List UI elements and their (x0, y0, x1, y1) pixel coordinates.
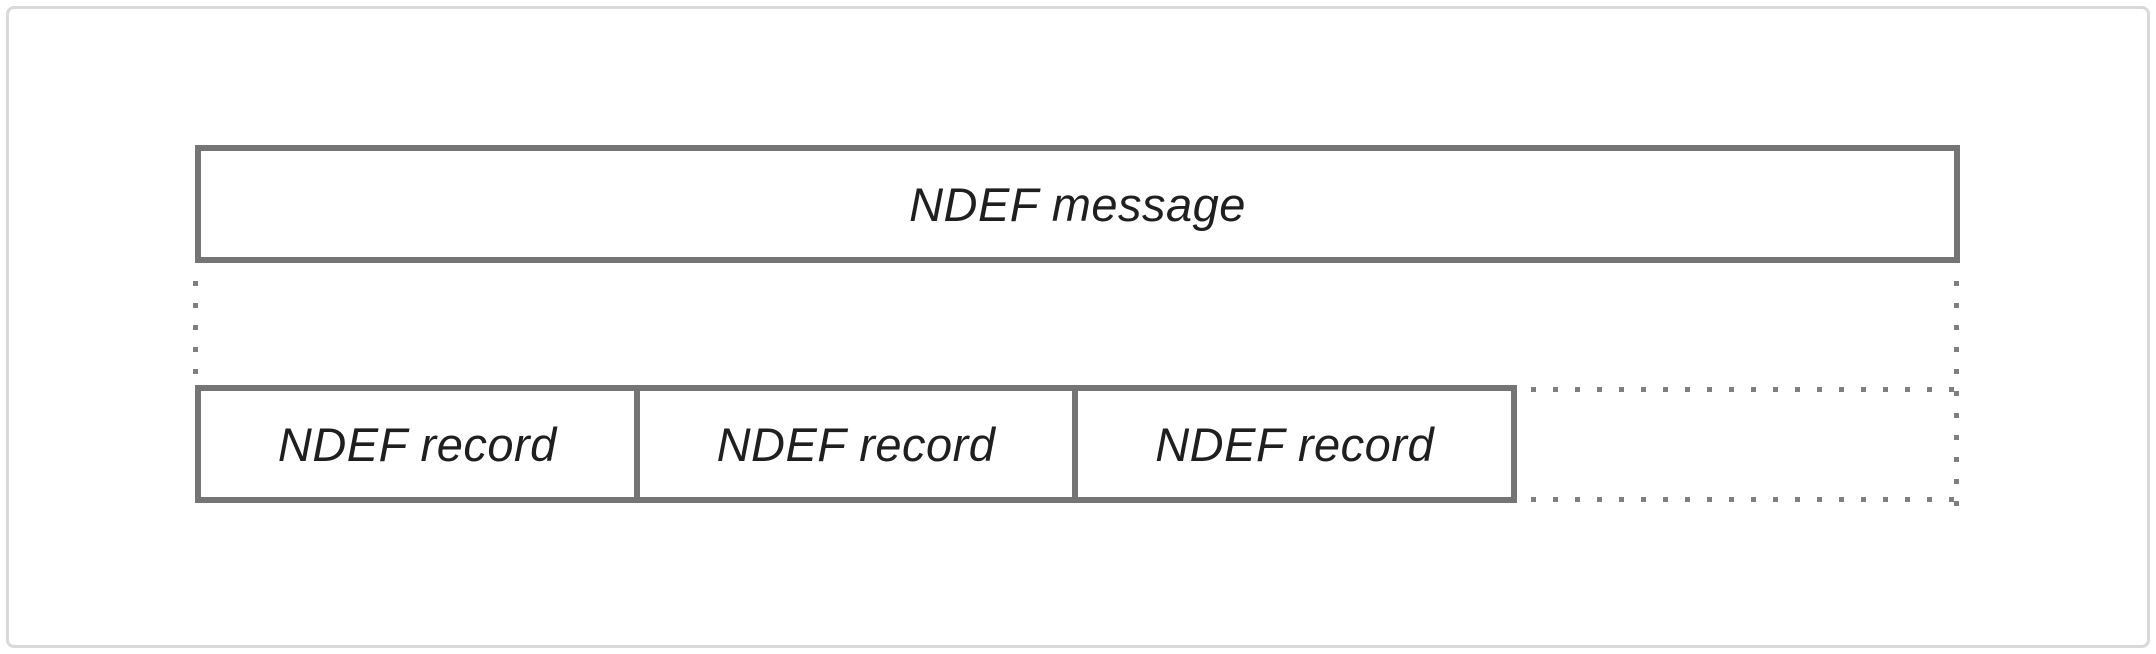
page-border (6, 6, 2150, 648)
ndef-record-box: NDEF record (195, 385, 640, 503)
ndef-record-label: NDEF record (1155, 417, 1435, 471)
dotted-connector-right (1954, 281, 1959, 506)
ndef-records-row: NDEF record NDEF record NDEF record (195, 385, 1518, 503)
ndef-record-box: NDEF record (633, 385, 1079, 503)
ndef-record-label: NDEF record (716, 417, 996, 471)
dotted-continuation-top (1531, 387, 1961, 392)
ndef-message-box: NDEF message (195, 145, 1960, 263)
ndef-record-box: NDEF record (1072, 385, 1518, 503)
ndef-record-label: NDEF record (277, 417, 557, 471)
dotted-continuation-bottom (1531, 497, 1961, 502)
ndef-message-label: NDEF message (909, 177, 1246, 231)
dotted-connector-left (193, 281, 198, 378)
